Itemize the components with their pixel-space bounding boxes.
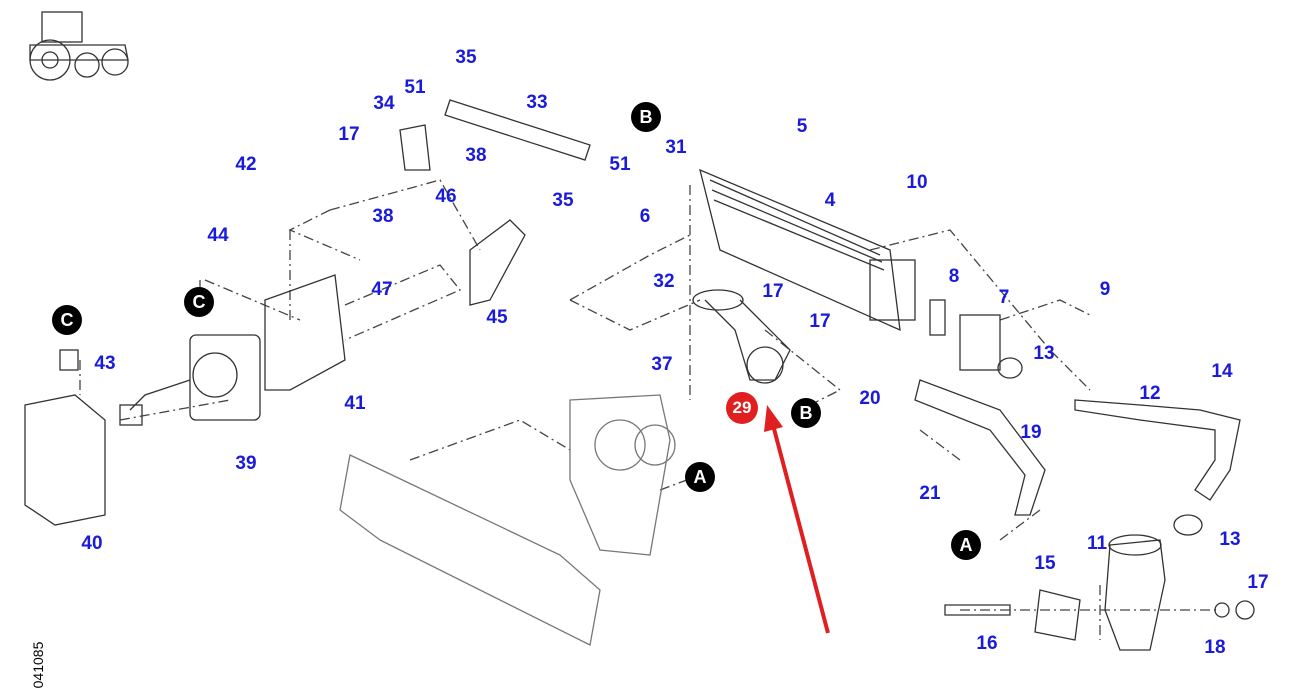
part-label: 14 <box>1211 361 1233 382</box>
part-label: 16 <box>976 633 998 654</box>
part-label: 51 <box>404 77 426 98</box>
reference-marker: B <box>791 398 821 428</box>
part-label: 38 <box>372 206 394 227</box>
part-label: 20 <box>859 388 881 409</box>
part-label: 6 <box>639 206 651 227</box>
part-label: 51 <box>609 154 631 175</box>
pointer-arrowhead <box>764 405 783 432</box>
part-label: 47 <box>371 279 393 300</box>
part-label: 10 <box>906 172 928 193</box>
highlighted-part-label: 29 <box>726 392 758 424</box>
part-label: 35 <box>455 47 477 68</box>
part-label: 18 <box>1204 637 1226 658</box>
pointer-arrow <box>771 424 830 634</box>
part-label: 8 <box>948 266 960 287</box>
part-label: 21 <box>919 483 941 504</box>
part-label: 17 <box>809 311 831 332</box>
part-label: 38 <box>465 145 487 166</box>
reference-marker: B <box>631 102 661 132</box>
part-label: 4 <box>824 190 836 211</box>
part-label: 17 <box>762 281 784 302</box>
part-label: 46 <box>435 186 457 207</box>
part-label: 31 <box>665 137 687 158</box>
part-label: 32 <box>653 271 675 292</box>
part-label: 11 <box>1086 533 1108 554</box>
part-label: 12 <box>1139 383 1161 404</box>
part-label: 45 <box>486 307 508 328</box>
part-label: 5 <box>796 116 808 137</box>
tractor-icon <box>29 11 129 81</box>
part-label: 37 <box>651 354 673 375</box>
reference-marker: A <box>951 530 981 560</box>
drawing-code: 041085 <box>30 641 46 689</box>
part-label: 43 <box>94 353 116 374</box>
part-label: 13 <box>1033 343 1055 364</box>
part-label: 42 <box>235 154 257 175</box>
part-label: 35 <box>552 190 574 211</box>
part-label: 44 <box>207 225 229 246</box>
part-label: 7 <box>998 287 1010 308</box>
reference-marker: A <box>685 462 715 492</box>
part-label: 19 <box>1020 422 1042 443</box>
reference-marker: C <box>184 287 214 317</box>
part-label: 39 <box>235 453 257 474</box>
part-label: 13 <box>1219 529 1241 550</box>
part-label: 33 <box>526 92 548 113</box>
reference-marker: C <box>52 305 82 335</box>
part-label: 15 <box>1034 553 1056 574</box>
part-label: 34 <box>373 93 395 114</box>
part-label: 17 <box>1247 572 1269 593</box>
part-label: 41 <box>344 393 366 414</box>
part-label: 40 <box>81 533 103 554</box>
part-label: 17 <box>338 124 360 145</box>
part-label: 9 <box>1099 279 1111 300</box>
